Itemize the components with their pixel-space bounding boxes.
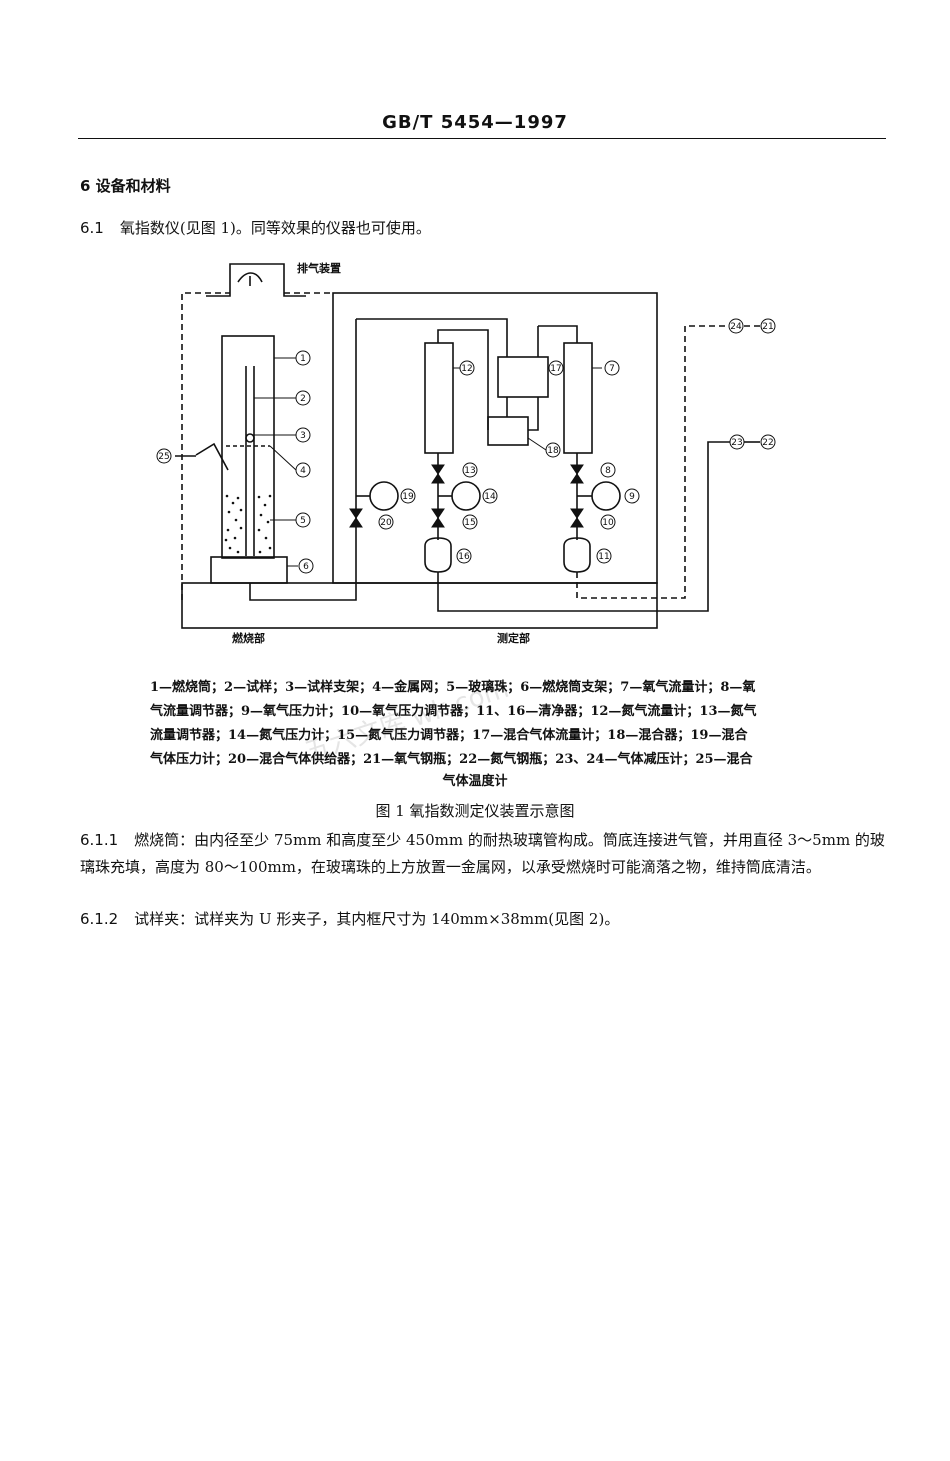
callout-24: 24 [730, 322, 742, 332]
exhaust-label: 排气装置 [297, 261, 341, 275]
nitrogen-purifier [424, 537, 452, 573]
callout-22: 22 [762, 438, 773, 448]
callout-5: 5 [300, 516, 306, 526]
callout-20: 20 [380, 518, 392, 528]
callout-15: 15 [464, 518, 475, 528]
mixer [487, 416, 529, 446]
nitrogen-flowmeter [424, 342, 454, 454]
apparatus-diagram: 1 2 3 4 5 6 7 8 9 10 11 12 13 14 15 16 1… [156, 261, 776, 645]
document-header-title: GB/T 5454—1997 [382, 112, 568, 133]
nitrogen-supply-line [437, 441, 730, 612]
header-rule [78, 138, 886, 139]
callout-11: 11 [598, 552, 609, 562]
legend-line: 气流量调节器；9—氧气压力计；10—氧气压力调节器；11、16—清净器；12—氮… [150, 704, 757, 719]
measurement-part-label: 测定部 [497, 631, 530, 645]
legend-line: 1—燃烧筒；2—试样；3—试样支架；4—金属网；5—玻璃珠；6—燃烧筒支架；7—… [150, 680, 756, 695]
nitrogen-pressure-valve-icon [431, 508, 445, 528]
nitrogen-gauge [451, 481, 481, 511]
callout-17: 17 [550, 364, 561, 374]
figure-caption: 图 1 氧指数测定仪装置示意图 [375, 802, 575, 820]
callout-9: 9 [629, 492, 635, 502]
oxygen-gauge [591, 481, 621, 511]
callout-3: 3 [300, 431, 306, 441]
line-to-flowmeter-17 [356, 318, 508, 357]
paragraph-6-1-2: 6.1.2 试样夹：试样夹为 U 形夹子，其内框尺寸为 140mm×38mm(见图… [80, 908, 619, 929]
callout-14: 14 [484, 492, 496, 502]
callout-13: 13 [464, 466, 475, 476]
callout-4: 4 [300, 466, 306, 476]
callout-7: 7 [609, 364, 615, 374]
paragraph-number: 6.1.2 [80, 910, 119, 928]
line-nitrogen-top [437, 329, 489, 430]
mixed-gas-gauge [369, 481, 399, 511]
callout-23: 23 [731, 438, 742, 448]
callout-circle [295, 350, 311, 366]
oxygen-pressure-valve-icon [570, 508, 584, 528]
column-stand [210, 556, 288, 584]
callout-1: 1 [300, 354, 306, 364]
exhaust-duct-left [181, 292, 230, 600]
paragraph-text: 试样夹：试样夹为 U 形夹子，其内框尺寸为 140mm×38mm(见图 2)。 [134, 910, 620, 928]
thermometer [195, 442, 229, 471]
base-platform [181, 582, 658, 629]
mixed-gas-flowmeter [497, 356, 549, 398]
glass-beads [224, 494, 272, 554]
callout-6: 6 [303, 562, 309, 572]
mixed-gas-valve-icon [349, 508, 363, 528]
legend-line-last: 气体温度计 [442, 774, 508, 789]
exhaust-fan-icon [237, 272, 263, 283]
paragraph-6-1: 6.1 氧指数仪(见图 1)。同等效果的仪器也可使用。 [80, 217, 431, 238]
paragraph-text: 氧指数仪(见图 1)。同等效果的仪器也可使用。 [119, 219, 431, 237]
paragraph-number: 6.1.1 [80, 831, 119, 849]
callout-8: 8 [605, 466, 611, 476]
oxygen-flowmeter [563, 342, 593, 454]
oxygen-supply-line [576, 325, 728, 599]
line-oxygen-top [538, 325, 578, 343]
paragraph-number: 6.1 [80, 219, 104, 237]
paragraph-text: 燃烧筒：由内径至少 75mm 和高度至少 450mm 的耐热玻璃管构成。筒底连接… [80, 831, 885, 876]
callout-10: 10 [602, 518, 614, 528]
legend-line: 流量调节器；14—氮气压力计；15—氮气压力调节器；17—混合气体流量计；18—… [150, 728, 748, 743]
callout-21: 21 [762, 322, 773, 332]
callout-19: 19 [402, 492, 414, 502]
exhaust-hood [206, 263, 306, 297]
section-heading: 6 设备和材料 [80, 177, 171, 195]
callout-16: 16 [458, 552, 470, 562]
combustion-column [221, 335, 275, 559]
callout-12: 12 [461, 364, 472, 374]
figure-legend: 1—燃烧筒；2—试样；3—试样支架；4—金属网；5—玻璃珠；6—燃烧筒支架；7—… [150, 676, 830, 772]
nitrogen-flow-valve-icon [431, 464, 445, 484]
callout-2: 2 [300, 394, 306, 404]
oxygen-flow-valve-icon [570, 464, 584, 484]
legend-line: 气体压力计；20—混合气体供给器；21—氧气钢瓶；22—氮气钢瓶；23、24—气… [150, 752, 753, 767]
callout-18: 18 [547, 446, 559, 456]
combustion-part-label: 燃烧部 [231, 631, 265, 645]
line-18-right [528, 397, 539, 431]
oxygen-purifier [563, 537, 591, 573]
callout-25: 25 [158, 452, 169, 462]
specimen-clamp [245, 433, 255, 443]
supply-line-to-column [249, 319, 357, 601]
measurement-cabinet [332, 292, 658, 584]
